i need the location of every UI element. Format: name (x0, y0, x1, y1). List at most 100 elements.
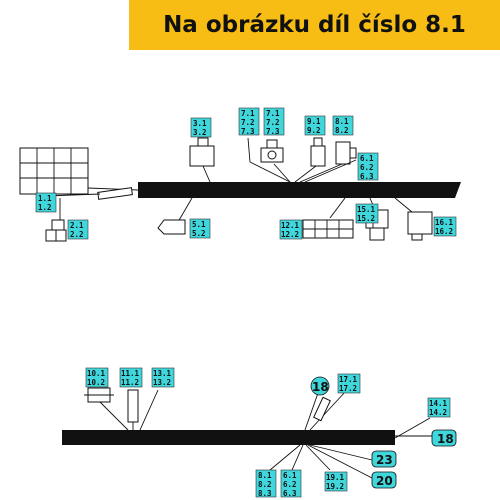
svg-text:19.2: 19.2 (326, 482, 344, 491)
callout-20: 20 (371, 471, 397, 489)
connector-9 (310, 145, 326, 167)
wire-23 (309, 444, 373, 461)
label-16: 16.1 16.2 (433, 216, 457, 237)
svg-text:9.2: 9.2 (307, 126, 321, 135)
label-11: 11.1 11.2 (119, 367, 143, 388)
callouts: 18 18 23 20 (310, 376, 457, 489)
top-harness (19, 137, 461, 242)
connector-16 (407, 211, 433, 241)
svg-text:6.3: 6.3 (283, 489, 297, 498)
label-9: 9.1 9.2 (304, 115, 326, 136)
svg-text:5.1: 5.1 (192, 220, 206, 229)
top-main-trunk (138, 182, 461, 198)
connector-10 (84, 387, 114, 403)
bottom-main-trunk (62, 430, 395, 445)
wire-7b (273, 163, 291, 183)
connector-2 (45, 219, 67, 242)
svg-text:15.1: 15.1 (357, 205, 376, 214)
connector-5 (157, 219, 186, 235)
svg-text:7.1: 7.1 (266, 109, 280, 118)
svg-text:7.3: 7.3 (241, 127, 255, 136)
svg-text:13.2: 13.2 (153, 378, 171, 387)
wire-6 (304, 159, 357, 183)
label-13: 13.1 13.2 (151, 367, 175, 388)
svg-text:20: 20 (376, 474, 393, 488)
wire-5 (177, 197, 193, 223)
svg-text:7.2: 7.2 (241, 118, 255, 127)
label-15: 15.1 15.2 (355, 203, 379, 224)
svg-text:16.2: 16.2 (435, 227, 453, 236)
svg-text:11.2: 11.2 (121, 378, 139, 387)
callout-18b: 18 (431, 429, 457, 447)
svg-text:5.2: 5.2 (192, 229, 206, 238)
svg-text:7.2: 7.2 (266, 118, 280, 127)
wire-7a (247, 137, 291, 183)
svg-text:7.3: 7.3 (266, 127, 280, 136)
svg-text:6.1: 6.1 (283, 471, 297, 480)
label-14: 14.1 14.2 (427, 397, 451, 418)
svg-text:16.1: 16.1 (435, 218, 454, 227)
callout-23: 23 (371, 450, 397, 468)
svg-text:14.1: 14.1 (429, 399, 448, 408)
label-6b: 6.1 6.2 6.3 (280, 469, 302, 498)
fuse-box (19, 147, 89, 195)
wire-16 (394, 197, 413, 213)
svg-text:17.2: 17.2 (339, 384, 357, 393)
svg-text:1.1: 1.1 (38, 194, 52, 203)
callout-18a: 18 (310, 376, 330, 396)
svg-text:13.1: 13.1 (153, 369, 172, 378)
label-8b: 8.1 8.2 8.3 (255, 469, 277, 498)
svg-text:6.1: 6.1 (360, 154, 374, 163)
svg-text:14.2: 14.2 (429, 408, 447, 417)
svg-text:6.2: 6.2 (360, 163, 374, 172)
svg-text:8.2: 8.2 (258, 480, 272, 489)
label-7b: 7.1 7.2 7.3 (263, 107, 285, 136)
wire-14 (394, 417, 431, 439)
title-banner: Na obrázku díl číslo 8.1 (129, 0, 500, 50)
svg-text:12.1: 12.1 (281, 221, 300, 230)
wire-3 (202, 165, 211, 183)
wire-9 (294, 165, 317, 183)
wire-10 (99, 401, 129, 431)
label-1: 1.1 1.2 (35, 192, 57, 213)
label-7a: 7.1 7.2 7.3 (238, 107, 260, 136)
svg-text:6.2: 6.2 (283, 480, 297, 489)
svg-text:3.2: 3.2 (193, 128, 207, 137)
connector-8 (335, 141, 351, 165)
svg-text:8.1: 8.1 (258, 471, 272, 480)
label-3: 3.1 3.2 (190, 117, 212, 138)
connector-inline-left (97, 187, 133, 200)
svg-text:19.1: 19.1 (326, 473, 345, 482)
svg-text:23: 23 (376, 453, 393, 467)
label-10: 10.1 10.2 (85, 367, 109, 388)
svg-text:9.1: 9.1 (307, 117, 321, 126)
bottom-harness (62, 387, 432, 479)
svg-text:18: 18 (437, 432, 454, 446)
labels: 3.1 3.2 7.1 7.2 7.3 7.1 7.2 7.3 9.1 9.2 … (35, 107, 457, 498)
connector-3 (189, 145, 215, 167)
svg-text:3.1: 3.1 (193, 119, 207, 128)
svg-text:8.1: 8.1 (335, 117, 349, 126)
wire-12 (329, 197, 346, 219)
svg-text:7.1: 7.1 (241, 109, 255, 118)
svg-text:10.2: 10.2 (87, 378, 105, 387)
connector-12 (302, 219, 354, 239)
label-5: 5.1 5.2 (189, 218, 211, 239)
wire-20 (307, 444, 373, 479)
svg-text:18: 18 (312, 380, 329, 394)
label-19: 19.1 19.2 (324, 471, 348, 492)
wire-8 (299, 163, 343, 183)
svg-text:2.2: 2.2 (70, 230, 84, 239)
banner-title: Na obrázku díl číslo 8.1 (163, 12, 466, 38)
svg-text:8.2: 8.2 (335, 126, 349, 135)
svg-text:1.2: 1.2 (38, 203, 52, 212)
svg-text:11.1: 11.1 (121, 369, 140, 378)
svg-text:10.1: 10.1 (87, 369, 106, 378)
svg-text:6.3: 6.3 (360, 172, 374, 181)
svg-text:2.1: 2.1 (70, 221, 84, 230)
label-17: 17.1 17.2 (337, 373, 361, 394)
wire-6b (291, 444, 304, 471)
label-2: 2.1 2.2 (67, 219, 89, 240)
svg-text:8.3: 8.3 (258, 489, 272, 498)
